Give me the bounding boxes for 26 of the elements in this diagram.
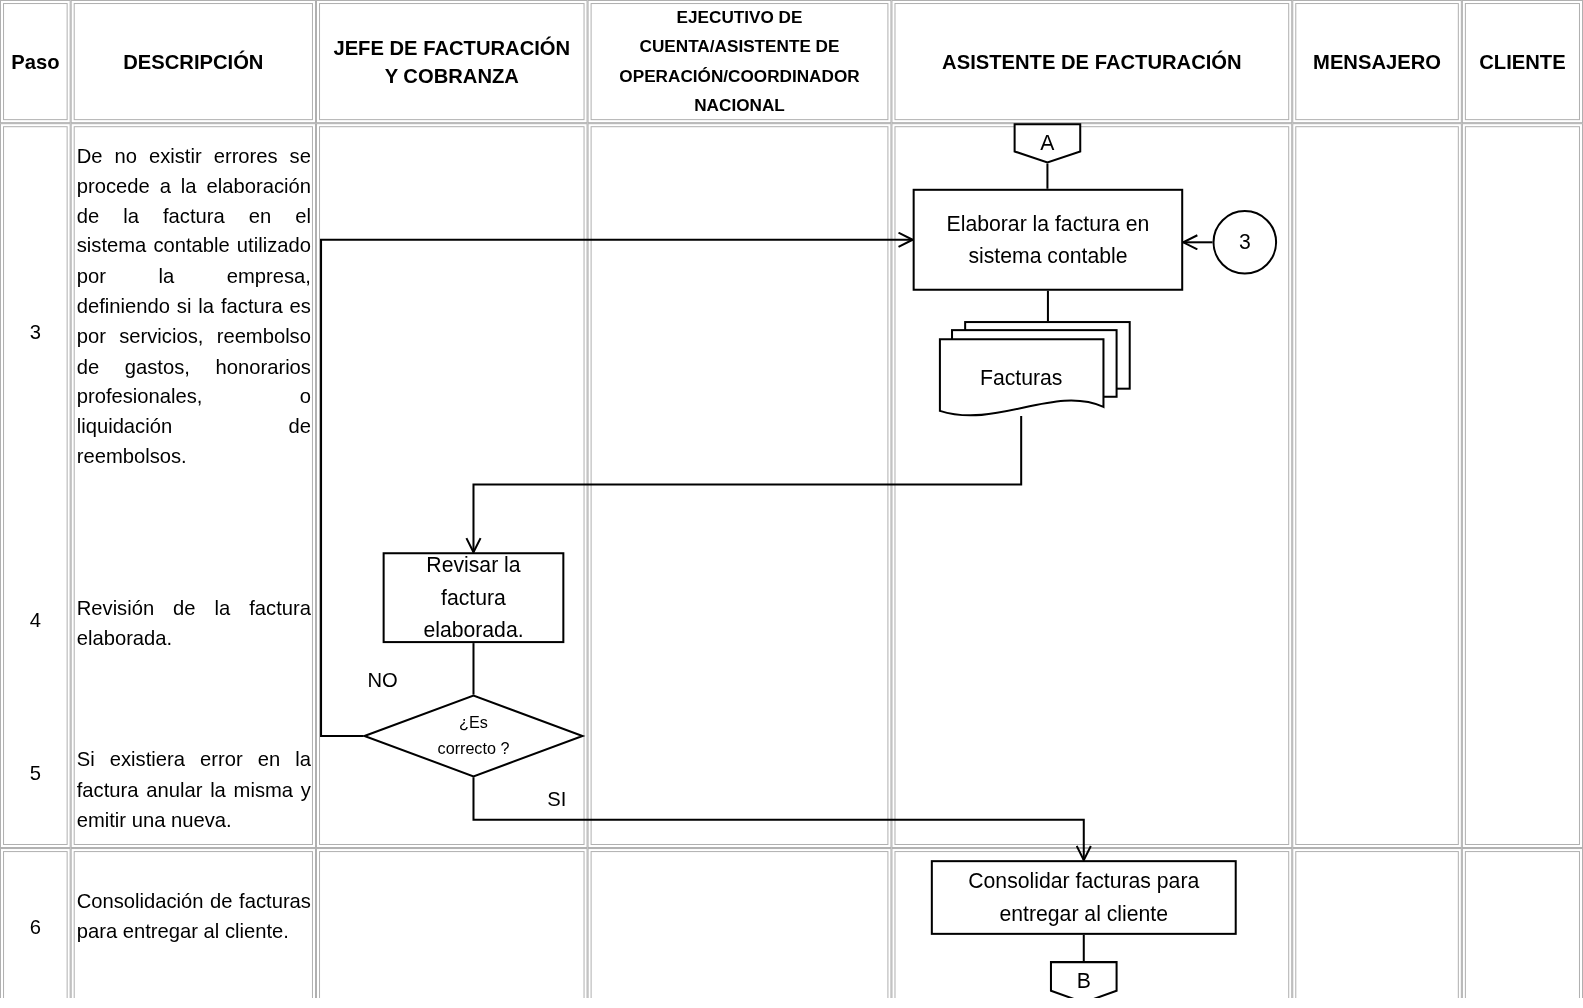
arrow	[320, 231, 914, 737]
connector-circle: 3	[1212, 210, 1278, 275]
off-page-connector: A	[1013, 123, 1082, 164]
step-description: Si existiera error en la factura anular la misma y emitir una nueva.	[76, 747, 311, 833]
process-box: Elaborar la factura en sistema contable	[912, 188, 1184, 291]
connector-line	[472, 643, 475, 695]
connector-line	[1082, 934, 1085, 962]
step-number: 6	[28, 915, 42, 939]
decision-diamond: ¿Es correcto ?	[363, 694, 584, 778]
off-page-connector: B	[1049, 961, 1118, 998]
connector-line	[1046, 163, 1049, 189]
arrow	[1182, 234, 1213, 251]
step-description: Revisión de la factura elaborada.	[76, 595, 311, 651]
arrow	[465, 415, 1023, 554]
step-description: Consolidación de facturas para entregar al cliente.	[76, 888, 311, 944]
step-number: 5	[28, 762, 42, 786]
arrow	[472, 777, 1092, 862]
process-box: Consolidar facturas para entregar al cliente	[930, 860, 1237, 935]
step-description: De no existir errores se procede a la elaboración de la factura en el sistema contable utilizado por la empresa, definiendo si la factura es por servicios, reembolso de gastos, honorarios profesionales, o liquidación de reembolsos.	[76, 143, 311, 470]
step-number: 3	[28, 321, 42, 345]
connector-line	[1046, 290, 1049, 322]
process-box: Revisar la factura elaborada.	[382, 552, 565, 644]
column-header: CLIENTE	[1461, 0, 1583, 124]
step-number: 4	[28, 608, 42, 632]
column-header: Paso	[0, 0, 71, 124]
column-header: JEFE DE FACTURACIÓN Y COBRANZA	[316, 0, 588, 124]
